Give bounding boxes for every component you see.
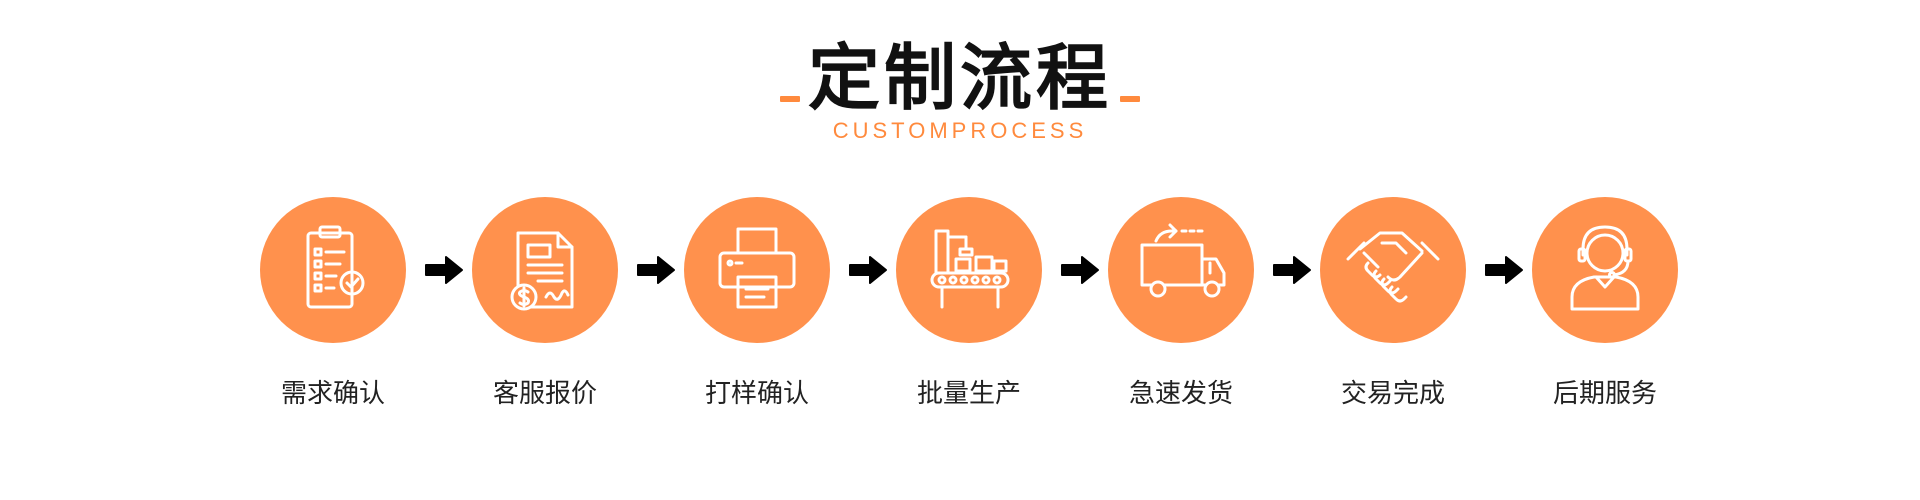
step-label: 客服报价 — [492, 379, 597, 409]
step-circle — [896, 197, 1042, 343]
arrow-right-icon — [849, 256, 887, 284]
handshake-icon — [1346, 231, 1440, 303]
clipboard-checklist-icon — [306, 225, 365, 309]
arrow-right-icon — [1485, 256, 1523, 284]
step-deal-complete: 交易完成 — [1320, 197, 1490, 437]
step-circle — [1320, 197, 1466, 343]
step-label: 需求确认 — [280, 379, 385, 409]
step-customer-quote: 客服报价 — [472, 197, 642, 437]
title-row: 定制流程 — [0, 28, 1920, 128]
step-label: 后期服务 — [1552, 379, 1657, 409]
step-after-sales-service: 后期服务 — [1532, 197, 1702, 437]
page-subtitle: CUSTOMPROCESS — [832, 118, 1088, 143]
step-circle — [260, 197, 406, 343]
step-circle — [684, 197, 830, 343]
step-requirement-confirm: 需求确认 — [260, 197, 430, 437]
step-label: 批量生产 — [916, 379, 1021, 409]
delivery-truck-icon — [1140, 223, 1226, 298]
page-title: 定制流程 — [807, 36, 1112, 120]
step-mass-production: 批量生产 — [896, 197, 1066, 437]
arrow-right-icon — [1061, 256, 1099, 284]
arrow-right-icon — [1273, 256, 1311, 284]
factory-conveyor-icon — [930, 229, 1010, 309]
arrow-right-icon — [425, 256, 463, 284]
title-dash-right — [1120, 95, 1140, 102]
printer-icon — [718, 227, 796, 309]
process-steps: 需求确认 客服报价 — [260, 197, 1680, 447]
step-express-delivery: 急速发货 — [1108, 197, 1278, 437]
title-dash-left — [779, 95, 800, 102]
customer-service-headset-icon — [1570, 225, 1640, 311]
invoice-dollar-icon — [510, 231, 574, 311]
step-label: 打样确认 — [704, 379, 809, 409]
step-circle — [1532, 197, 1678, 343]
step-circle — [1108, 197, 1254, 343]
arrow-right-icon — [637, 256, 675, 284]
step-label: 急速发货 — [1128, 379, 1233, 409]
step-label: 交易完成 — [1340, 379, 1445, 409]
step-sample-confirm: 打样确认 — [684, 197, 854, 437]
step-circle — [472, 197, 618, 343]
